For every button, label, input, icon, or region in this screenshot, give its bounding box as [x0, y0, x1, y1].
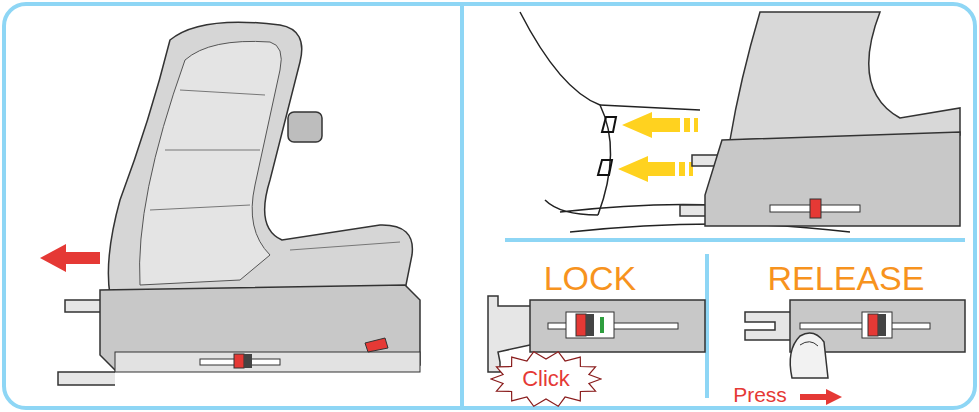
connector-body — [530, 300, 705, 352]
indicator-red — [810, 199, 821, 218]
finger — [790, 333, 828, 378]
seat-shell — [108, 22, 412, 295]
arrow-dash — [694, 118, 698, 132]
indicator-dark — [586, 314, 594, 336]
indicator-window — [862, 312, 892, 338]
arrow-dash — [679, 162, 685, 176]
click-burst: Click — [490, 350, 602, 408]
release-button — [365, 338, 388, 352]
indicator-green — [600, 317, 604, 333]
connector-prong — [745, 312, 790, 340]
arrow-dash — [684, 118, 690, 132]
isofix-arm — [58, 372, 115, 385]
fingernail — [800, 342, 818, 346]
panel-frame — [4, 4, 975, 408]
direction-arrow — [40, 244, 100, 272]
isofix-arm — [680, 205, 708, 216]
indicator-red — [576, 314, 586, 336]
seat-base — [705, 132, 960, 226]
sound-word: Click — [522, 368, 570, 390]
base-rail — [115, 352, 420, 372]
insert-arrow — [618, 156, 675, 182]
panel-divider — [505, 238, 965, 242]
indicator-dark — [244, 354, 252, 368]
indicator-window — [566, 312, 614, 338]
press-arrow — [800, 389, 842, 405]
seat-wing — [140, 41, 282, 285]
isofix-anchor — [598, 160, 612, 175]
burst-shape — [491, 352, 601, 407]
isofix-anchor — [602, 117, 616, 132]
indicator-red — [868, 314, 878, 336]
insert-arrow — [622, 112, 680, 138]
vehicle-seat-line — [600, 105, 700, 110]
connector-body — [790, 300, 965, 352]
indicator-dark — [878, 314, 886, 336]
belt-guide — [288, 112, 322, 142]
isofix-arm — [65, 300, 105, 312]
seat-seam — [150, 90, 400, 250]
action-label: Press — [733, 384, 787, 405]
indicator-red — [234, 354, 244, 368]
step-label: RELEASE — [768, 261, 925, 295]
seat-shell — [730, 12, 960, 140]
panel-divider — [460, 6, 464, 406]
step-label: LOCK — [544, 261, 637, 295]
vehicle-seatback — [520, 12, 611, 215]
